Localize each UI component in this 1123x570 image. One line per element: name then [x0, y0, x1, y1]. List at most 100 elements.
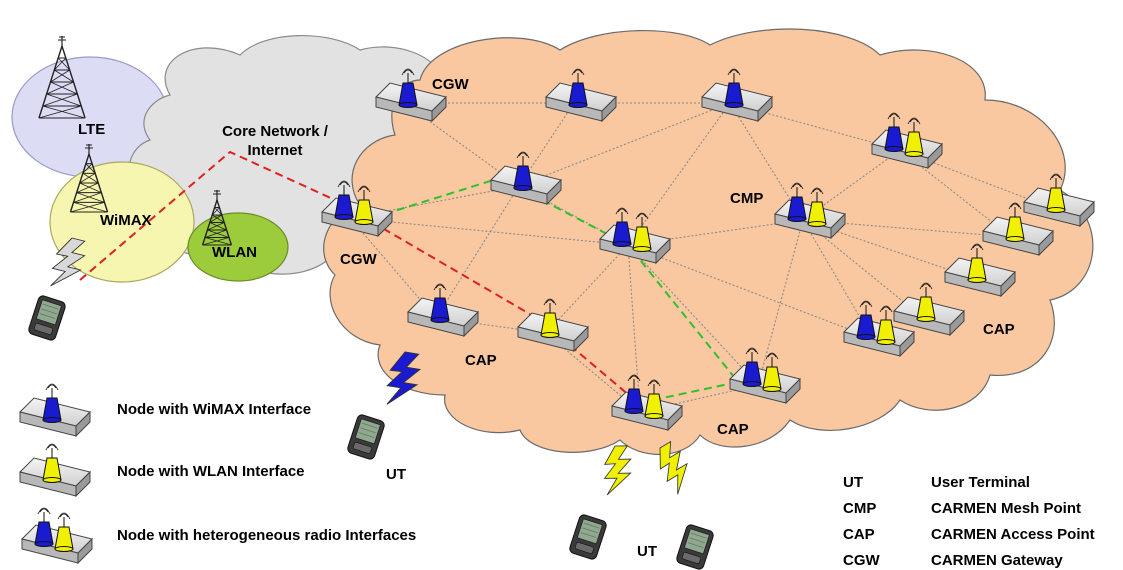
- ut-middle-label: UT: [386, 466, 406, 483]
- wlan-tower-icon: [201, 190, 233, 246]
- wimax-antenna-icon: [513, 151, 533, 191]
- wimax-antenna-icon: [884, 112, 904, 152]
- core-network-label: Core Network / Internet: [222, 123, 328, 159]
- wlan-link-left-icon: [603, 445, 632, 496]
- wlan-antenna-icon: [967, 243, 987, 283]
- cgw-top-label: CGW: [432, 76, 469, 93]
- abbr-cgw: CGW: [843, 552, 880, 569]
- wimax-label: WiMAX: [100, 212, 152, 229]
- legend-hetero-node-icon: [21, 507, 93, 565]
- legend-wlan-node-icon: [19, 443, 91, 498]
- mesh-node-n5: [490, 151, 562, 206]
- mesh-node-capB: [611, 374, 683, 432]
- mesh-link: [435, 185, 520, 319]
- ut-bottom-label: UT: [637, 543, 657, 560]
- legend-wlan-text: Node with WLAN Interface: [117, 463, 305, 480]
- mesh-node-r6: [843, 300, 915, 358]
- wimax-antenna-icon: [42, 383, 62, 423]
- wimax-antenna-icon: [624, 374, 644, 414]
- red-path-core: [79, 150, 336, 281]
- mesh-link: [518, 102, 575, 187]
- mesh-link: [627, 244, 873, 339]
- wimax-antenna-icon: [612, 207, 632, 247]
- wimax-antenna-icon: [34, 507, 54, 547]
- wireless-links: [50, 237, 688, 496]
- wimax-antenna-icon: [398, 68, 418, 108]
- wimax-antenna-icon: [856, 300, 876, 340]
- legend-wimax-text: Node with WiMAX Interface: [117, 401, 312, 418]
- wlan-antenna-icon: [1046, 173, 1066, 213]
- mesh-node-r4: [944, 243, 1016, 298]
- wimax-antenna-icon: [430, 283, 450, 323]
- user-terminal-middle-icon: [347, 414, 385, 460]
- mesh-link: [349, 217, 629, 246]
- cap-right-label: CAP: [983, 321, 1015, 338]
- abbr-cmp-meaning: CARMEN Mesh Point: [931, 500, 1081, 517]
- mesh-node-r2: [1023, 173, 1095, 228]
- wlan-antenna-icon: [904, 117, 924, 157]
- tower-group: [38, 36, 233, 246]
- mesh-link: [729, 102, 804, 221]
- abbr-cap-meaning: CARMEN Access Point: [931, 526, 1095, 543]
- wlan-antenna-icon: [644, 379, 664, 419]
- lte-tower-icon: [38, 36, 86, 119]
- wlan-antenna-icon: [54, 512, 74, 552]
- wlan-antenna-icon: [632, 212, 652, 252]
- wlan-antenna-icon: [916, 282, 936, 322]
- legend-symbols: [19, 383, 93, 565]
- mesh-node-cmp: [774, 182, 846, 240]
- lte-label: LTE: [78, 121, 106, 138]
- user-terminals: [28, 295, 714, 570]
- cmp-label: CMP: [730, 190, 764, 207]
- user-terminal-bottom-right-icon: [676, 524, 714, 570]
- wimax-terminal-link-icon: [386, 351, 422, 405]
- wlan-link-right-icon: [659, 440, 688, 495]
- wimax-antenna-icon: [334, 180, 354, 220]
- user-terminal-bottom-left-icon: [569, 514, 607, 560]
- abbr-ut: UT: [843, 474, 863, 491]
- wlan-antenna-icon: [354, 185, 374, 225]
- wlan-antenna-icon: [42, 443, 62, 483]
- mesh-node-n3: [701, 68, 773, 123]
- cap-bottom-label: CAP: [717, 421, 749, 438]
- wimax-tower-icon: [69, 144, 109, 213]
- mesh-link: [899, 149, 1053, 209]
- wlan-antenna-icon: [1005, 202, 1025, 242]
- mesh-node-n9: [517, 298, 589, 353]
- mesh-node-n11: [729, 347, 801, 405]
- wimax-antenna-icon: [787, 182, 807, 222]
- mesh-node-r3: [982, 202, 1054, 257]
- mesh-link: [518, 102, 731, 187]
- wlan-antenna-icon: [762, 352, 782, 392]
- abbr-cmp: CMP: [843, 500, 877, 517]
- mesh-node-cgwL: [321, 180, 393, 238]
- wimax-antenna-icon: [568, 68, 588, 108]
- mesh-link: [545, 244, 629, 334]
- mesh-link: [802, 219, 1012, 238]
- abbr-ut-meaning: User Terminal: [931, 474, 1030, 491]
- red-path-mesh: [371, 221, 631, 397]
- abbr-cgw-meaning: CARMEN Gateway: [931, 552, 1063, 569]
- mesh-nodes: [321, 68, 1095, 432]
- wimax-antenna-icon: [742, 347, 762, 387]
- wlan-antenna-icon: [540, 298, 560, 338]
- wlan-antenna-icon: [876, 305, 896, 345]
- abbr-cap: CAP: [843, 526, 875, 543]
- user-terminal-wimax-icon: [28, 295, 66, 341]
- legend-hetero-text: Node with heterogeneous radio Interfaces: [117, 527, 417, 544]
- cgw-left-label: CGW: [340, 251, 377, 268]
- mesh-link: [757, 219, 804, 386]
- mesh-node-cap1: [407, 283, 479, 338]
- wimax-coverage-area: [49, 161, 195, 283]
- mesh-node-n2: [545, 68, 617, 123]
- mesh-node-r1: [871, 112, 943, 170]
- wlan-antenna-icon: [807, 187, 827, 227]
- wimax-antenna-icon: [724, 68, 744, 108]
- mesh-node-r5: [893, 282, 965, 337]
- mesh-node-cgwTop: [375, 68, 447, 123]
- cap-left-label: CAP: [465, 352, 497, 369]
- legend-wimax-node-icon: [19, 383, 91, 438]
- mesh-link: [627, 102, 731, 246]
- wimax-wireless-link-icon: [50, 237, 86, 287]
